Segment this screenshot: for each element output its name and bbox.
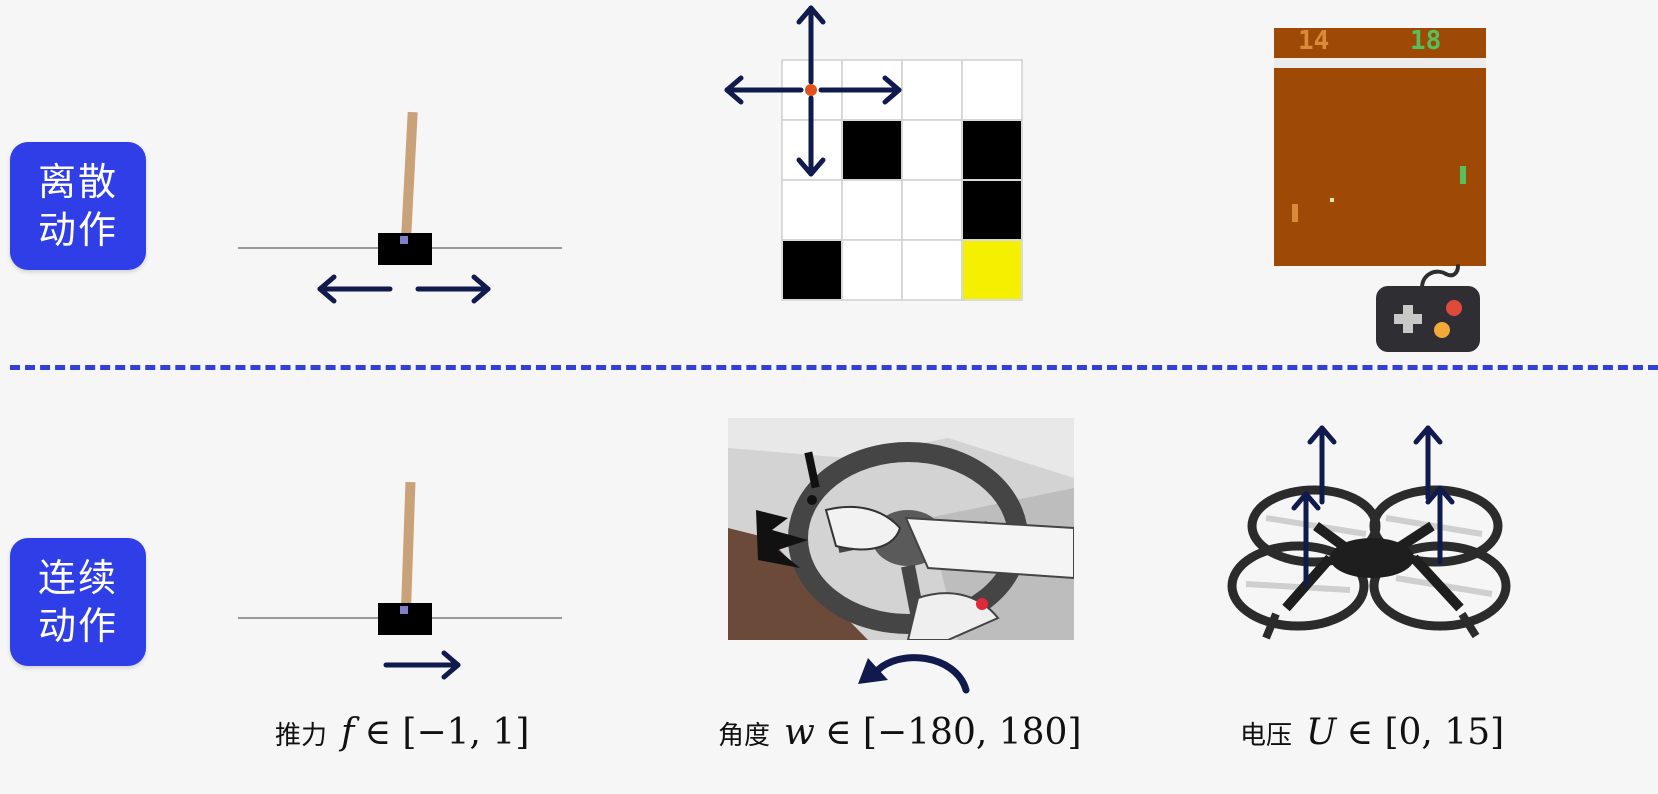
right-arrow-icon (415, 274, 491, 304)
pole-joint (400, 606, 408, 614)
wall-cell (963, 121, 1021, 179)
caption-voltage-range: ∈ [0, 15] (1346, 712, 1505, 753)
pole (401, 111, 418, 241)
caption-thrust: 推力 f ∈ [−1, 1] (275, 712, 529, 762)
top-wall (1274, 58, 1486, 68)
cartpole-discrete (238, 111, 562, 304)
pole-joint (400, 236, 408, 244)
caption-angle-range: ∈ [−180, 180] (824, 712, 1082, 753)
quadcopter-drone (1227, 425, 1511, 640)
cartpole-continuous (238, 481, 562, 680)
rotor-guard (1227, 541, 1369, 631)
steering-illustration (728, 418, 1074, 640)
score-bar (1274, 28, 1486, 56)
caption-thrust-var: f (341, 712, 355, 753)
discrete-action-badge: 离散 动作 (10, 142, 146, 270)
discrete-label-line1: 离散 (37, 160, 118, 204)
caption-voltage-var: U (1306, 712, 1337, 753)
caption-angle-zh: 角度 (718, 721, 771, 751)
row-divider (10, 365, 1658, 370)
gamepad-icon (1376, 264, 1480, 352)
wall-cell (843, 121, 901, 179)
left-arrow-icon (317, 274, 393, 304)
right-paddle (1460, 166, 1466, 184)
wall-cell (963, 181, 1021, 239)
caption-angle-var: w (784, 712, 815, 753)
caption-thrust-range: ∈ [−1, 1] (364, 712, 530, 753)
rotate-left-arrow-icon (858, 654, 970, 694)
four-direction-arrows-icon (724, 5, 902, 177)
caption-angle: 角度 w ∈ [−180, 180] (718, 712, 1082, 762)
left-paddle (1292, 204, 1298, 222)
continuous-label-line1: 连续 (37, 556, 118, 600)
caption-voltage-zh: 电压 (1240, 721, 1293, 751)
caption-voltage: 电压 U ∈ [0, 15] (1240, 712, 1504, 762)
caption-thrust-zh: 推力 (275, 721, 328, 751)
pole (401, 481, 416, 611)
left-score: 14 (1298, 28, 1330, 56)
ball (1330, 198, 1334, 202)
pong-screen: 14 18 (1274, 28, 1486, 266)
wall-cell (783, 241, 841, 299)
thrust-arrows-icon (1291, 425, 1455, 587)
right-arrow-icon (383, 650, 461, 680)
continuous-action-badge: 连续 动作 (10, 538, 146, 666)
continuous-label-line2: 动作 (37, 604, 118, 648)
discrete-label-line2: 动作 (37, 208, 118, 252)
grid-world (724, 5, 1023, 301)
goal-cell (963, 241, 1021, 299)
right-score: 18 (1410, 28, 1442, 56)
drone-body (1330, 538, 1414, 578)
agent-marker (805, 84, 817, 96)
